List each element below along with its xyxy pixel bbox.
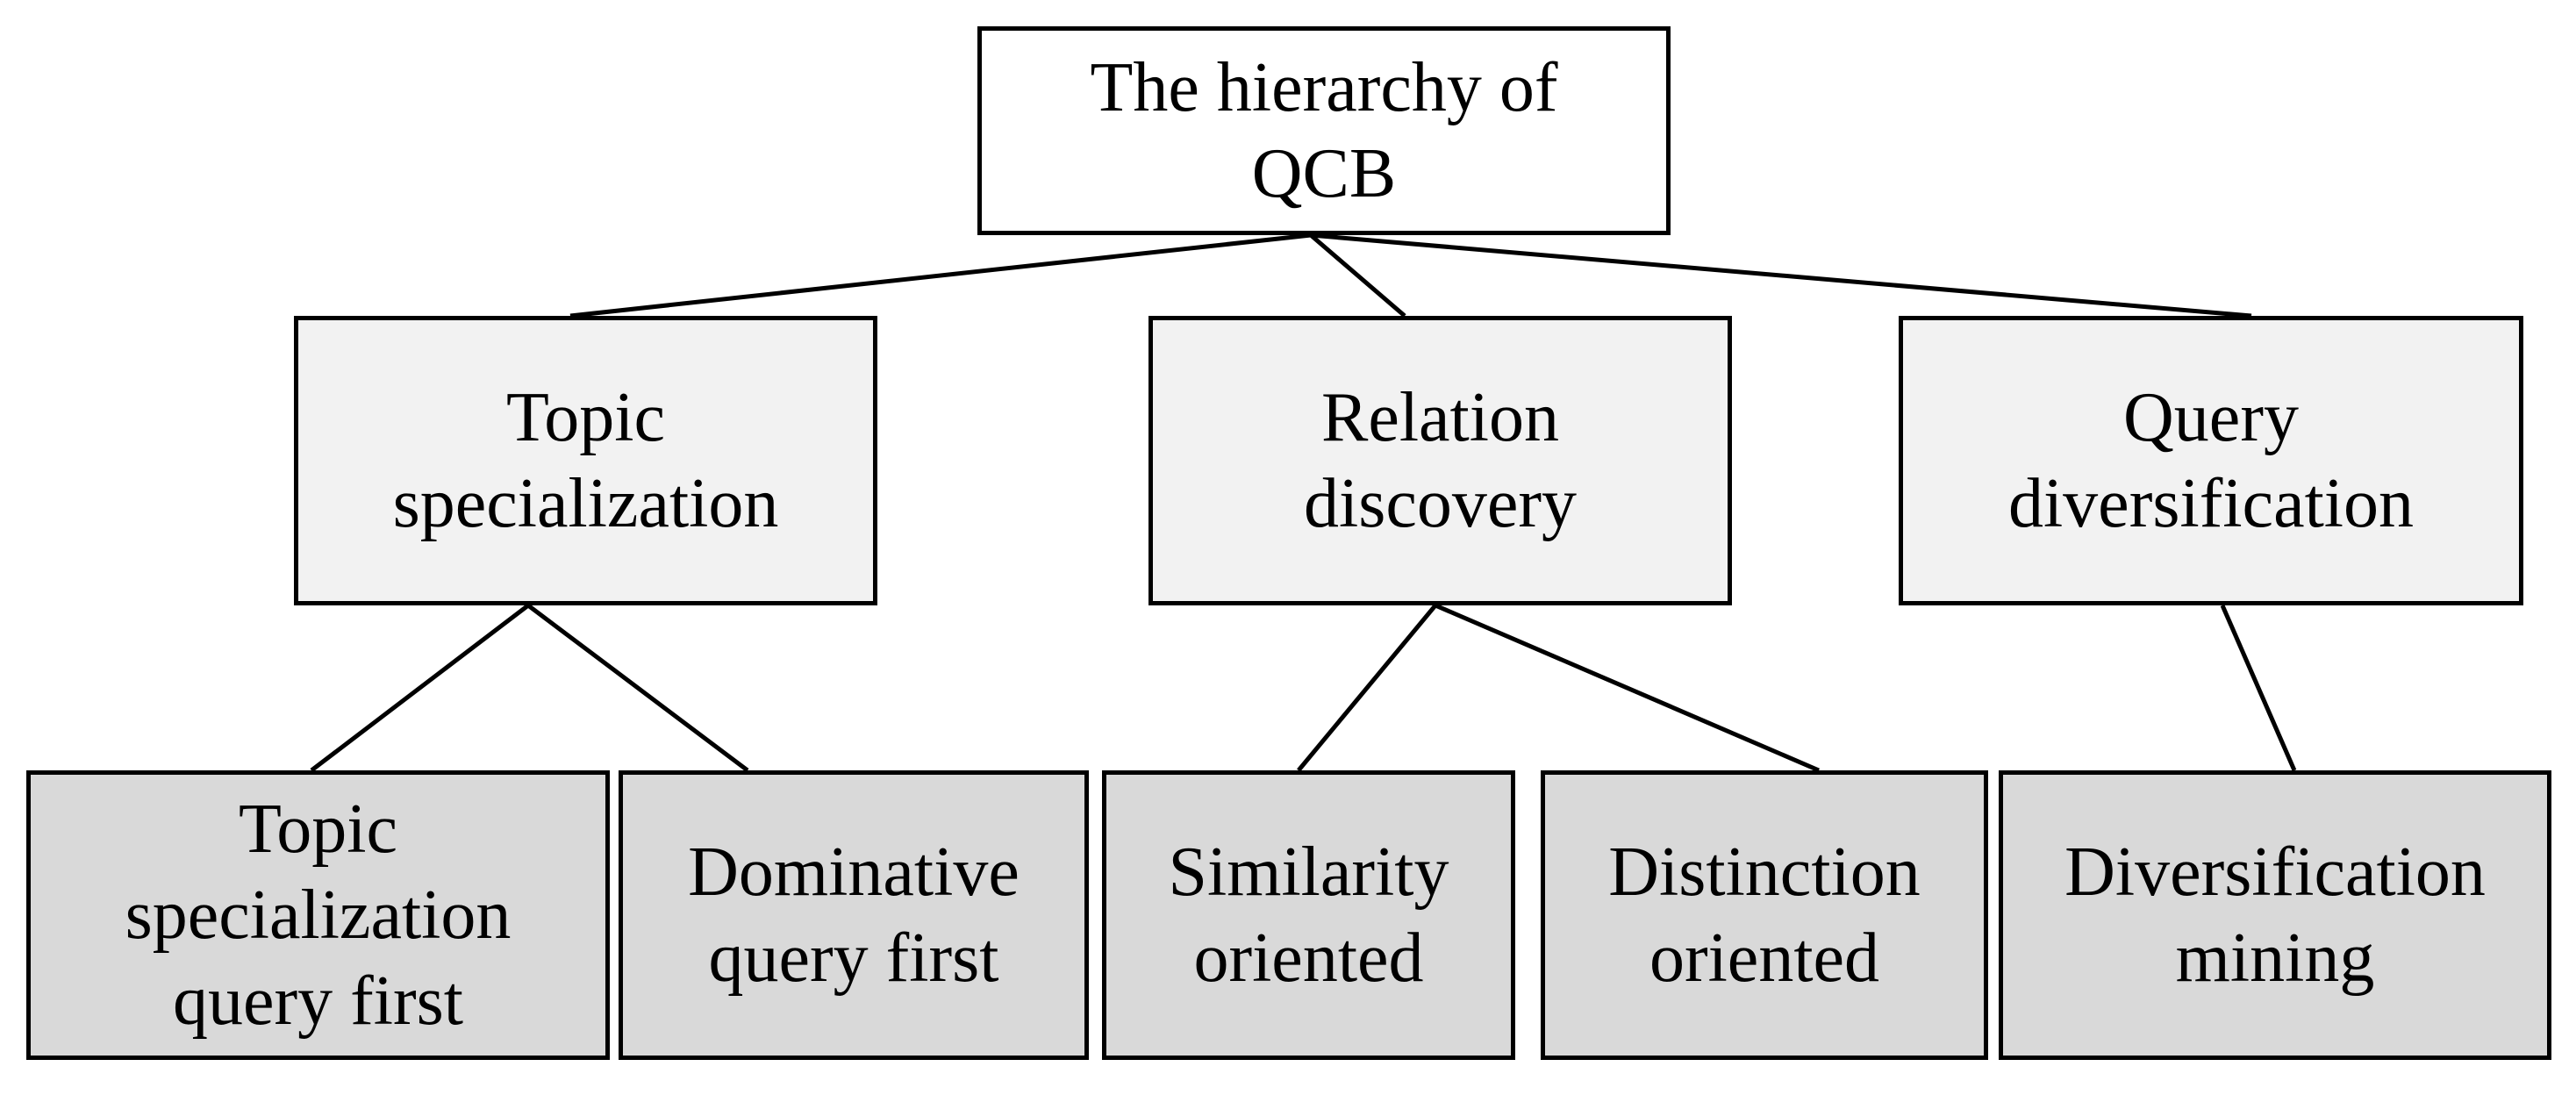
category-node-query-diversification: Query diversification	[1899, 316, 2523, 605]
root-node: The hierarchy of QCB	[977, 26, 1671, 235]
leaf-node-label: Diversification mining	[2064, 834, 2486, 997]
edge-relation-discovery-leaf3	[1297, 604, 1437, 772]
category-node-relation-discovery: Relation discovery	[1148, 316, 1732, 605]
leaf-node-similarity-oriented: Similarity oriented	[1102, 770, 1515, 1060]
leaf-node-label: Similarity oriented	[1168, 834, 1449, 997]
leaf-node-distinction-oriented: Distinction oriented	[1541, 770, 1988, 1060]
edge-relation-discovery-leaf4	[1435, 603, 1820, 773]
category-node-label: Relation discovery	[1303, 379, 1577, 542]
leaf-node-label: Dominative query first	[688, 834, 1020, 997]
edge-topic-specialization-leaf1	[310, 604, 530, 772]
edge-root-query-diversification	[1310, 233, 2252, 318]
category-node-label: Topic specialization	[392, 379, 779, 542]
leaf-node-diversification-mining: Diversification mining	[1999, 770, 2551, 1060]
root-node-label: The hierarchy of QCB	[1090, 49, 1558, 212]
category-node-topic-specialization: Topic specialization	[294, 316, 877, 605]
leaf-node-dominative-query-first: Dominative query first	[619, 770, 1089, 1060]
edge-root-relation-discovery	[1309, 233, 1406, 318]
edge-query-diversification-leaf5	[2220, 605, 2297, 771]
leaf-node-label: Topic specialization query first	[125, 791, 512, 1040]
leaf-node-label: Distinction oriented	[1608, 834, 1921, 997]
leaf-node-topic-specialization-query-first: Topic specialization query first	[26, 770, 610, 1060]
edge-root-topic-specialization	[569, 233, 1312, 318]
category-node-label: Query diversification	[2007, 379, 2415, 542]
edge-topic-specialization-leaf2	[526, 604, 749, 772]
